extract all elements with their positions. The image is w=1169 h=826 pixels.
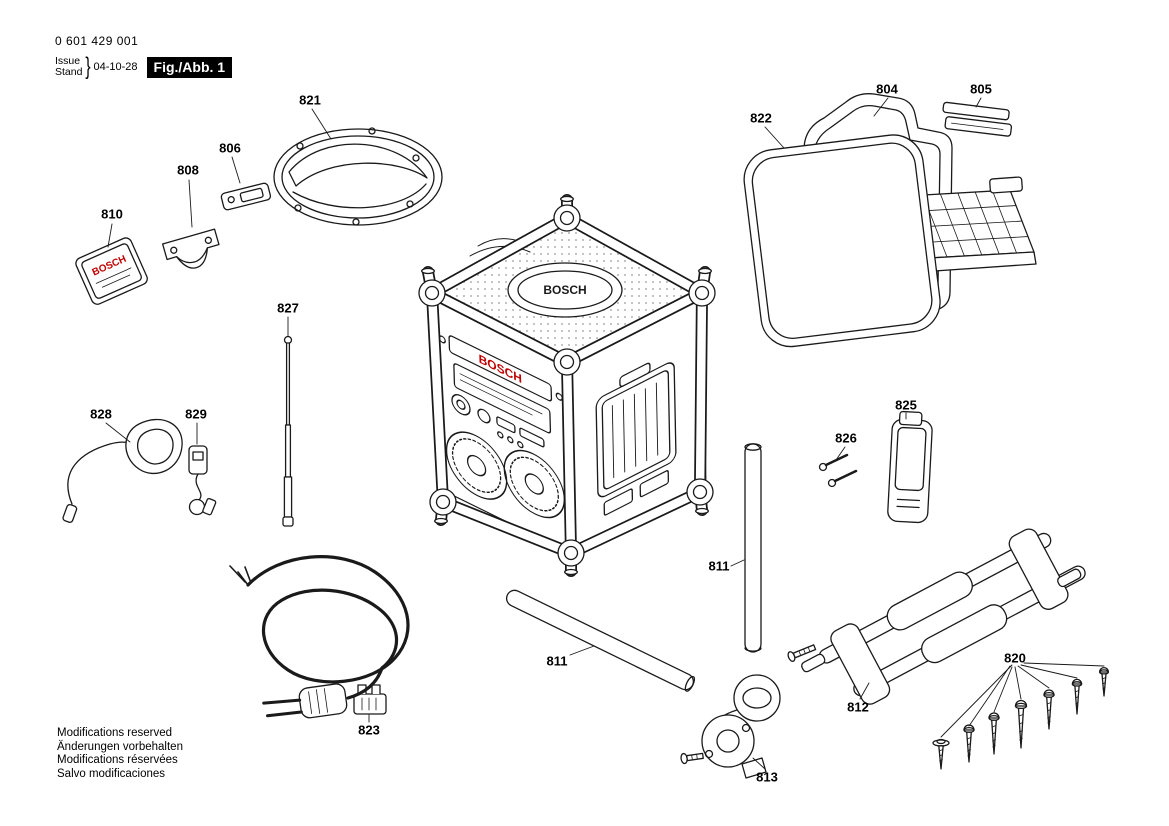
part-811-tube-diagonal xyxy=(505,589,696,692)
screw xyxy=(1043,689,1055,730)
figure-badge: Fig./Abb. 1 xyxy=(146,56,233,78)
part-805-rail xyxy=(942,101,1013,137)
radio-roll-cage xyxy=(418,194,716,577)
part-823-strain-relief xyxy=(353,684,387,715)
stand-label: Stand xyxy=(55,66,83,78)
part-label-805: 805 xyxy=(970,81,992,97)
part-label-804: 804 xyxy=(876,81,898,97)
part-label-810: 810 xyxy=(101,206,123,222)
modifications-note: Modifications reserved Änderungen vorbeh… xyxy=(57,727,183,781)
issue-date: 04-10-28 xyxy=(93,61,138,73)
issue-label: Issue xyxy=(55,55,81,67)
part-label-808: 808 xyxy=(177,162,199,178)
modifications-line-es: Salvo modificaciones xyxy=(57,767,166,780)
power-cord xyxy=(229,555,410,719)
part-label-806: 806 xyxy=(219,140,241,156)
part-label-828: 828 xyxy=(90,406,112,422)
part-label-811b: 811 xyxy=(546,653,568,669)
part-825-battery-door xyxy=(887,410,933,524)
part-label-813: 813 xyxy=(756,769,778,785)
part-820-screw-set xyxy=(932,666,1110,770)
part-label-826: 826 xyxy=(835,430,857,446)
modifications-line-de: Änderungen vorbehalten xyxy=(57,740,183,753)
part-827-antenna xyxy=(282,335,294,527)
part-808-bracket xyxy=(161,228,220,269)
screw xyxy=(1098,666,1110,697)
screw xyxy=(1014,699,1028,749)
part-821-top-cover xyxy=(273,127,443,226)
part-813-elbow xyxy=(701,674,781,779)
title-block: 0 601 429 001 Issue Stand } 04-10-28 Fig… xyxy=(55,34,233,81)
screw xyxy=(1071,678,1083,715)
part-label-829: 829 xyxy=(185,406,207,422)
part-label-820: 820 xyxy=(1004,650,1026,666)
power-plug xyxy=(262,683,348,719)
radio-unit: BOSCH xyxy=(418,194,716,577)
part-806-clip xyxy=(220,182,272,211)
part-826-screw-pair xyxy=(818,453,858,488)
part-828-strap xyxy=(62,419,183,523)
part-811-tube-vertical xyxy=(744,443,762,653)
part-label-821: 821 xyxy=(299,92,321,108)
part-label-812: 812 xyxy=(847,699,869,715)
part-822-gasket xyxy=(743,134,941,348)
brace-glyph: } xyxy=(85,53,92,80)
modifications-line-en: Modifications reserved xyxy=(57,727,173,739)
doc-number: 0 601 429 001 xyxy=(55,34,139,48)
part-label-823: 823 xyxy=(358,722,380,738)
leader-lines xyxy=(105,97,1105,770)
part-label-827: 827 xyxy=(277,300,299,316)
radio-knob xyxy=(451,393,471,416)
bosch-logo-top: BOSCH xyxy=(543,283,586,297)
screw xyxy=(988,712,1000,755)
part-810-name-plate: BOSCH xyxy=(75,237,148,305)
part-812-screw xyxy=(787,644,817,662)
radio-display xyxy=(453,363,552,434)
screw xyxy=(963,724,975,763)
part-label-811a: 811 xyxy=(708,558,730,574)
radio-knob-small xyxy=(477,408,491,424)
issue-stand-labels: Issue Stand xyxy=(55,56,82,78)
modifications-line-fr: Modifications réservées xyxy=(57,754,178,766)
part-label-825: 825 xyxy=(895,397,917,413)
part-813-screw xyxy=(680,752,704,765)
part-812-handle-frame xyxy=(801,528,1086,705)
screw xyxy=(932,738,950,770)
part-label-822: 822 xyxy=(750,110,772,126)
part-829-retainer xyxy=(188,445,217,516)
